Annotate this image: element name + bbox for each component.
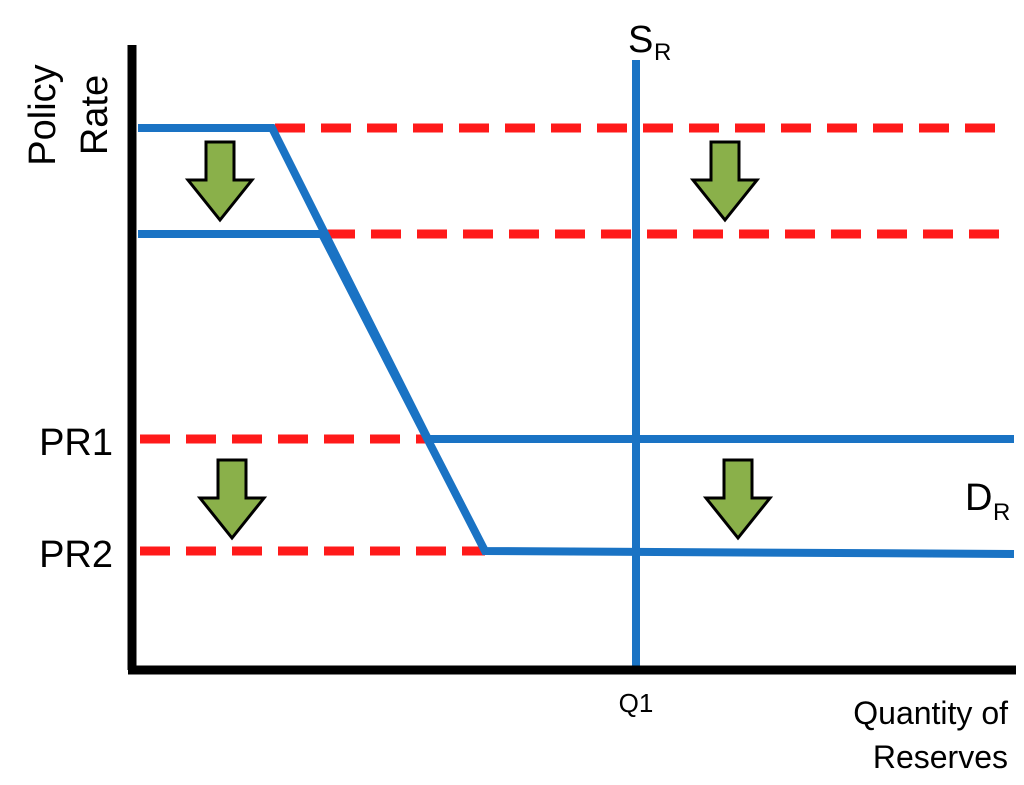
demand-label-main: D [965, 477, 992, 519]
pr1-label: PR1 [39, 422, 113, 464]
down-arrow-icon [702, 458, 774, 541]
x-axis-title-line1: Quantity of [853, 695, 1008, 731]
supply-label: S R [628, 19, 671, 66]
demand-label: D R [965, 477, 1010, 526]
policy-rate-dashed-lines [140, 123, 1002, 556]
demand-label-subscript: R [993, 499, 1010, 526]
x-axis-title: Quantity of Reserves [853, 695, 1008, 775]
demand-curve-initial [138, 124, 1014, 443]
down-arrow-icon [184, 140, 256, 223]
y-axis-title-line1: Policy [22, 64, 64, 165]
demand-curve-shifted [138, 230, 1015, 558]
supply-label-subscript: R [654, 39, 671, 66]
y-axis-title-line2: Rate [74, 75, 116, 155]
y-axis-title: Policy Rate [22, 64, 116, 165]
down-arrow-icon [196, 458, 268, 541]
axes [127, 45, 1016, 675]
down-arrow-icon [689, 140, 761, 223]
q1-label: Q1 [619, 688, 654, 718]
x-axis-title-line2: Reserves [873, 739, 1008, 775]
pr2-label: PR2 [39, 534, 113, 576]
supply-label-main: S [628, 19, 653, 61]
